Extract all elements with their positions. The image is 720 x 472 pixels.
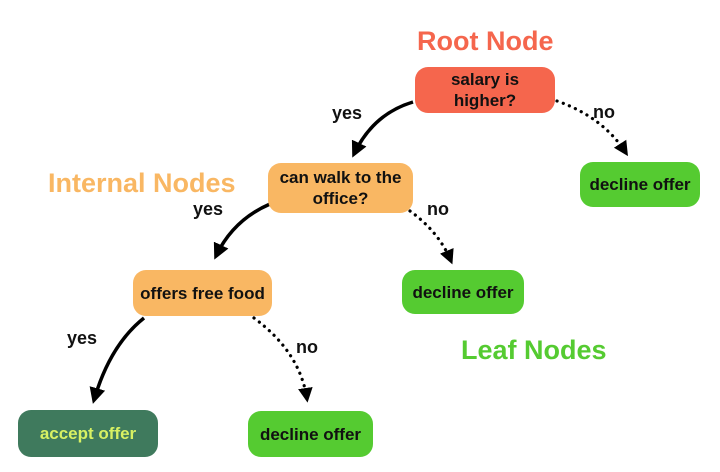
internal-nodes-title: Internal Nodes xyxy=(48,168,236,198)
edge-salary-no xyxy=(555,99,628,157)
edge-food-no xyxy=(252,316,313,403)
node-decline-offer-bottom: decline offer xyxy=(248,411,373,457)
node-offers-free-food: offers free food xyxy=(133,270,272,316)
node-salary-is-higher: salary is higher? xyxy=(415,67,555,113)
node-can-walk-to-office: can walk to the office? xyxy=(268,163,413,213)
node-decline-offer-top: decline offer xyxy=(580,162,700,207)
edge-salary-yes xyxy=(351,100,414,158)
node-accept-offer: accept offer xyxy=(18,410,158,457)
edge-label-food-no: no xyxy=(296,337,318,357)
edge-label-salary-no: no xyxy=(593,102,615,122)
edge-label-food-yes: yes xyxy=(66,328,98,348)
node-decline-offer-middle: decline offer xyxy=(402,270,524,314)
edge-food-yes xyxy=(89,316,146,404)
edge-label-walk-yes: yes xyxy=(192,199,224,219)
edge-walk-yes xyxy=(213,202,271,260)
root-node-title: Root Node xyxy=(417,26,554,56)
edge-label-walk-no: no xyxy=(427,199,449,219)
edge-label-salary-yes: yes xyxy=(331,103,363,123)
leaf-nodes-title: Leaf Nodes xyxy=(461,335,607,365)
